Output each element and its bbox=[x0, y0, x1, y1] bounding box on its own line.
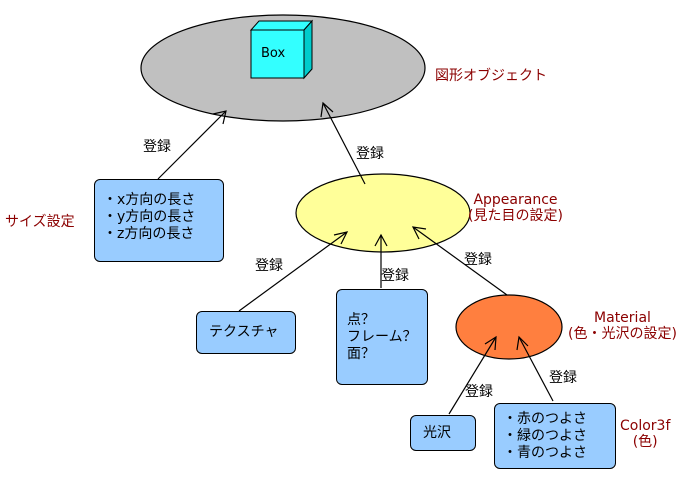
size-box: x方向の長さ y方向の長さ z方向の長さ bbox=[94, 179, 224, 262]
size-items: x方向の長さ y方向の長さ z方向の長さ bbox=[103, 192, 223, 243]
gloss-box: 光沢 bbox=[410, 415, 476, 451]
color-item-green: 緑のつよさ bbox=[503, 428, 615, 445]
box-label: Box bbox=[261, 46, 286, 61]
gloss-to-material-arrow bbox=[448, 336, 497, 415]
edge-label-color: 登録 bbox=[549, 370, 577, 386]
arrowhead bbox=[411, 226, 427, 240]
arrowhead bbox=[320, 101, 334, 118]
appearance-to-object-arrow bbox=[322, 102, 366, 185]
appearance-label: Appearance (見た目の設定) bbox=[468, 192, 563, 224]
texture-label: テクスチャ bbox=[209, 324, 279, 340]
color-item-blue: 青のつよさ bbox=[503, 445, 615, 462]
color-to-material-arrow bbox=[518, 336, 554, 402]
box-cube-icon bbox=[249, 19, 314, 80]
edge-label-gloss: 登録 bbox=[465, 384, 493, 400]
material-label-line2: (色・光沢の設定) bbox=[568, 326, 677, 342]
material-label-line1: Material bbox=[594, 310, 651, 326]
size-to-object-arrow bbox=[157, 110, 227, 180]
edge-label-render: 登録 bbox=[381, 268, 409, 284]
gloss-label: 光沢 bbox=[423, 425, 451, 441]
edge-label-appearance: 登録 bbox=[356, 146, 384, 162]
object-label: 図形オブジェクト bbox=[435, 68, 547, 84]
appearance-label-line1: Appearance bbox=[473, 192, 558, 208]
material-ellipse bbox=[455, 294, 563, 360]
size-item-z: z方向の長さ bbox=[103, 226, 223, 243]
render-mode-box: 点？ フレーム？ 面？ bbox=[336, 289, 428, 385]
render-mode-face: 面？ bbox=[347, 346, 375, 362]
color-box: 赤のつよさ 緑のつよさ 青のつよさ bbox=[494, 403, 616, 469]
arrowhead bbox=[212, 110, 227, 125]
size-item-y: y方向の長さ bbox=[103, 209, 223, 226]
color-items: 赤のつよさ 緑のつよさ 青のつよさ bbox=[503, 411, 615, 462]
material-to-appearance-arrow bbox=[412, 226, 508, 296]
appearance-label-line2: (見た目の設定) bbox=[468, 208, 563, 224]
appearance-ellipse bbox=[295, 173, 471, 253]
size-label: サイズ設定 bbox=[5, 214, 75, 230]
edge-label-texture: 登録 bbox=[255, 258, 283, 274]
texture-box: テクスチャ bbox=[196, 311, 296, 354]
arrowhead bbox=[516, 335, 529, 351]
color-item-red: 赤のつよさ bbox=[503, 411, 615, 428]
texture-to-appearance-arrow bbox=[238, 231, 348, 312]
arrowhead bbox=[484, 335, 497, 351]
material-label: Material (色・光沢の設定) bbox=[568, 310, 677, 342]
arrowhead bbox=[374, 233, 388, 247]
color-label-line2: (色) bbox=[632, 434, 658, 450]
render-mode-point: 点？ bbox=[347, 312, 375, 328]
edge-label-material: 登録 bbox=[464, 252, 492, 268]
color-label-line1: Color3f bbox=[620, 418, 671, 434]
arrowhead bbox=[333, 231, 349, 245]
color-label: Color3f (色) bbox=[620, 418, 670, 450]
edge-label-size: 登録 bbox=[143, 139, 171, 155]
render-mode-frame: フレーム？ bbox=[347, 329, 417, 345]
size-item-x: x方向の長さ bbox=[103, 192, 223, 209]
